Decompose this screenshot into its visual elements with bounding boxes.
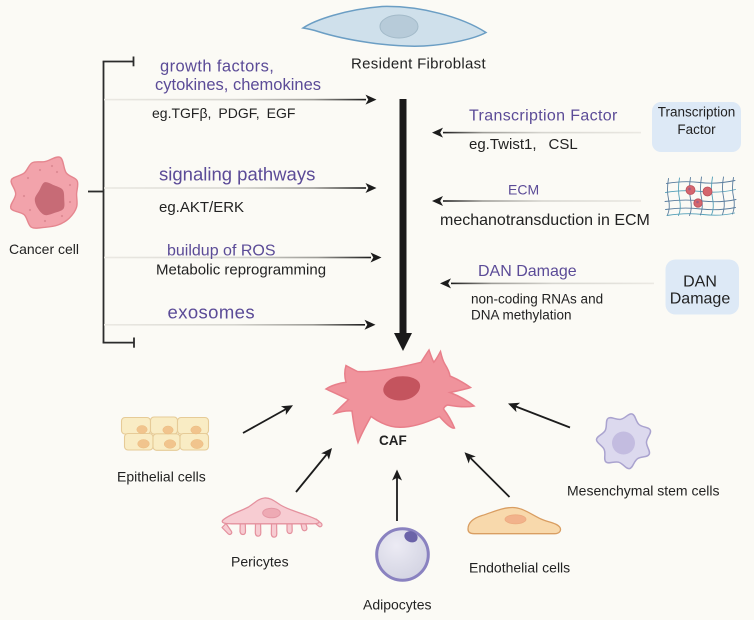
svg-text:DAN Damage: DAN Damage — [478, 263, 577, 280]
svg-text:exosomes: exosomes — [168, 302, 256, 323]
svg-text:mechanotransduction in ECM: mechanotransduction in ECM — [440, 212, 650, 229]
svg-text:Adipocytes: Adipocytes — [363, 597, 431, 613]
svg-text:Factor: Factor — [677, 122, 716, 137]
svg-text:growth factors,: growth factors, — [160, 58, 274, 76]
svg-text:eg.TGFβ,PDGF,EGF: eg.TGFβ,PDGF,EGF — [152, 105, 295, 121]
svg-text:buildup of ROS: buildup of ROS — [167, 243, 276, 260]
svg-text:Metabolic reprogramming: Metabolic reprogramming — [156, 262, 326, 279]
svg-text:Mesenchymal stem cells: Mesenchymal stem cells — [567, 483, 720, 499]
svg-text:signaling pathways: signaling pathways — [159, 164, 315, 185]
svg-text:Pericytes: Pericytes — [231, 554, 289, 570]
svg-text:Transcription: Transcription — [658, 105, 736, 120]
svg-text:eg.Twist1,CSL: eg.Twist1,CSL — [469, 136, 578, 153]
svg-text:non-coding RNAs and: non-coding RNAs and — [471, 292, 603, 307]
svg-text:Endothelial cells: Endothelial cells — [469, 560, 570, 576]
svg-text:Cancer cell: Cancer cell — [9, 241, 79, 257]
svg-text:Transcription Factor: Transcription Factor — [469, 108, 618, 125]
svg-text:Epithelial cells: Epithelial cells — [117, 469, 206, 485]
svg-text:Resident Fibroblast: Resident Fibroblast — [351, 56, 486, 73]
svg-text:eg.AKT/ERK: eg.AKT/ERK — [159, 199, 244, 216]
svg-text:Damage: Damage — [670, 291, 731, 308]
svg-text:cytokines, chemokines: cytokines, chemokines — [155, 76, 321, 94]
svg-text:CAF: CAF — [379, 433, 407, 448]
svg-text:DAN: DAN — [683, 274, 717, 291]
svg-text:DNA methylation: DNA methylation — [471, 308, 572, 323]
svg-text:ECM: ECM — [508, 182, 539, 198]
